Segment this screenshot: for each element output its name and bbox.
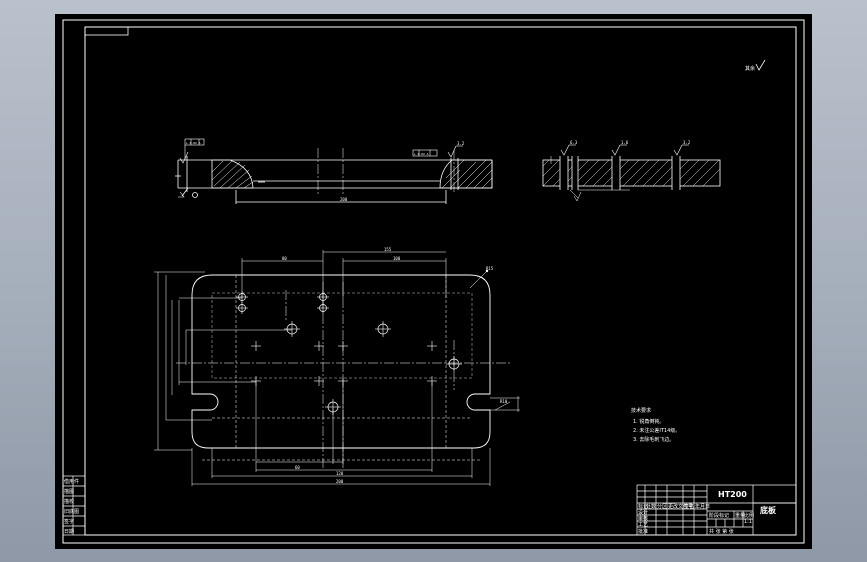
code-box: [84, 26, 129, 36]
svg-text:120: 120: [336, 471, 344, 476]
svg-text:⊥ 0.02 A: ⊥ 0.02 A: [414, 152, 429, 156]
svg-text:3.2: 3.2: [683, 140, 691, 145]
svg-text:签字: 签字: [64, 518, 74, 525]
title-block: [636, 484, 797, 536]
svg-text:3.2: 3.2: [457, 141, 465, 146]
title-block-text: HT200 底板 1:1 阶段标记 重量 比例 共 张 第 张 标记 处数 分区…: [638, 490, 777, 535]
svg-text:日期: 日期: [64, 529, 74, 535]
plan-view-dimension-labels: 80 155 100 200 120 60 R15 R10: [282, 247, 508, 484]
side-view-roughness-marks: [560, 144, 689, 156]
svg-text:处数: 处数: [646, 503, 656, 510]
tolerance-frame-right: ⊥ 0.02 A: [412, 149, 438, 157]
svg-text:旧底图: 旧底图: [64, 508, 79, 515]
technical-notes: 技术要求 1. 锐角倒钝。 2. 未注公差IT14级。 3. 去除毛刺飞边。: [631, 407, 680, 443]
svg-text:1.6: 1.6: [621, 140, 629, 145]
roughness-general-mark: 其余: [745, 59, 766, 72]
svg-text:描校: 描校: [64, 498, 74, 505]
svg-text:60: 60: [295, 465, 300, 470]
svg-text:200: 200: [340, 197, 348, 202]
svg-text:签名: 签名: [684, 503, 694, 510]
front-view-centerlines: [317, 148, 455, 196]
svg-text:100: 100: [393, 256, 401, 261]
svg-text:R10: R10: [500, 399, 508, 404]
svg-text:200: 200: [336, 479, 344, 484]
svg-text:描图: 描图: [64, 488, 74, 495]
svg-text:HT200: HT200: [718, 490, 747, 499]
inner-border: [84, 26, 797, 536]
svg-text:⊥ 0.02 A: ⊥ 0.02 A: [186, 141, 201, 145]
svg-text:设计: 设计: [638, 509, 648, 516]
plan-view-hidden-lines: [202, 275, 480, 461]
svg-text:3. 去除毛刺飞边。: 3. 去除毛刺飞边。: [633, 436, 674, 443]
svg-text:分区: 分区: [657, 503, 667, 510]
svg-text:比例: 比例: [744, 512, 754, 519]
side-table: [62, 475, 86, 536]
side-section-view: [542, 156, 721, 202]
svg-text:底板: 底板: [759, 505, 777, 515]
tolerance-frame-left: ⊥ 0.02 A: [184, 138, 205, 160]
svg-text:工艺: 工艺: [638, 522, 648, 528]
plan-view-hole-crosses: [236, 291, 462, 415]
svg-text:1. 锐角倒钝。: 1. 锐角倒钝。: [633, 418, 664, 425]
svg-text:其余: 其余: [745, 65, 755, 72]
plan-view-outline: [154, 250, 520, 486]
svg-text:借用件: 借用件: [64, 478, 79, 485]
svg-text:技术要求: 技术要求: [631, 407, 651, 414]
front-section-view: 200: [175, 156, 493, 204]
svg-text:标记: 标记: [638, 503, 648, 510]
side-table-text: 借用件 描图 描校 旧底图 签字 日期: [64, 478, 79, 535]
svg-text:重量: 重量: [735, 512, 745, 519]
drawing-sheet: [55, 14, 812, 549]
svg-text:共 张 第 张: 共 张 第 张: [709, 528, 734, 535]
svg-text:更改文件号: 更改文件号: [668, 503, 693, 510]
svg-text:6.3: 6.3: [570, 140, 578, 145]
svg-text:R15: R15: [486, 266, 494, 271]
svg-text:2. 未注公差IT14级。: 2. 未注公差IT14级。: [633, 427, 680, 434]
svg-text:批准: 批准: [638, 528, 648, 535]
svg-text:80: 80: [282, 256, 287, 261]
svg-text:审核: 审核: [638, 515, 648, 522]
svg-text:阶段标记: 阶段标记: [709, 512, 729, 519]
front-roughness-marks: [178, 145, 463, 198]
svg-text:1:1: 1:1: [744, 519, 752, 525]
svg-text:年月日: 年月日: [695, 503, 710, 510]
outer-border: [62, 19, 805, 544]
svg-text:155: 155: [384, 247, 392, 252]
